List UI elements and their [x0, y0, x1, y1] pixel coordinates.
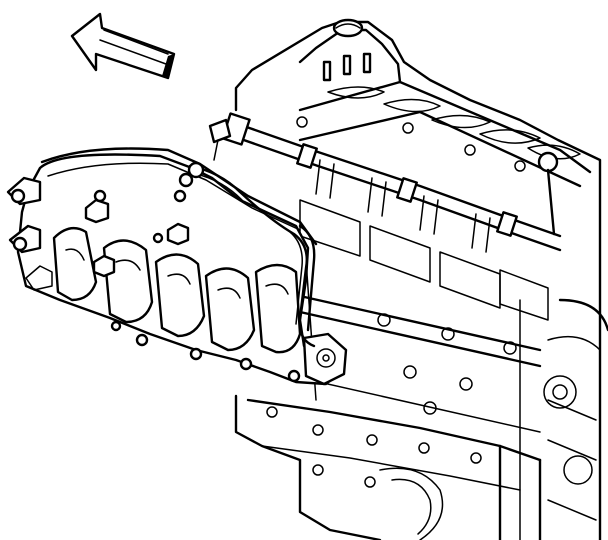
vacuum-hose [187, 118, 316, 348]
cam-lobes [327, 86, 581, 160]
oil-pan-bolts [266, 406, 482, 488]
fuel-injectors [315, 159, 491, 253]
intake-ports [298, 199, 549, 433]
spark-plugs [322, 52, 372, 82]
manifold-bolts [84, 172, 301, 383]
engine-block [234, 20, 608, 540]
direction-arrow-icon [70, 12, 176, 80]
cylinder-head [296, 18, 592, 188]
fuel-rail [221, 112, 562, 253]
intake-manifold [6, 147, 348, 386]
